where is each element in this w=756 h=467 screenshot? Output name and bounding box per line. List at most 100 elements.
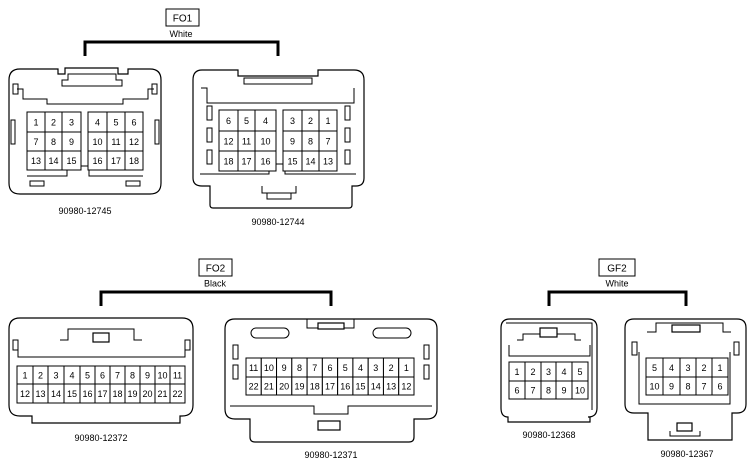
pin-label-12372-1: 1 — [22, 371, 27, 381]
pin-label-12367-5: 5 — [652, 363, 657, 373]
pin-label-12744-8: 8 — [308, 137, 313, 147]
pin-label-12744-17: 17 — [241, 157, 251, 167]
pin-cell-12744-13 — [318, 150, 338, 172]
pin-label-12372-18: 18 — [112, 389, 122, 399]
pin-label-12371-19: 19 — [294, 382, 304, 392]
pin-label-12372-2: 2 — [38, 371, 43, 381]
pin-label-12372-11: 11 — [173, 371, 182, 381]
pin-label-12744-7: 7 — [325, 137, 330, 147]
pin-label-12745-7: 7 — [33, 137, 38, 147]
part-number-90980-12367: 90980-12367 — [660, 449, 713, 459]
pin-label-12372-6: 6 — [100, 371, 105, 381]
pin-label-12367-4: 4 — [669, 363, 674, 373]
pin-label-12368-7: 7 — [530, 386, 535, 396]
pin-label-12371-2: 2 — [389, 363, 394, 373]
group-fo2-label: FO2 — [206, 264, 226, 275]
pin-label-12745-18: 18 — [129, 156, 139, 166]
pin-label-12372-10: 10 — [157, 371, 167, 381]
pin-label-12745-2: 2 — [51, 118, 56, 128]
pin-label-12367-7: 7 — [701, 382, 706, 392]
pin-label-12744-18: 18 — [223, 157, 233, 167]
pin-label-12745-9: 9 — [69, 137, 74, 147]
group-fo2-color: Black — [204, 279, 227, 289]
pin-label-12371-12: 12 — [401, 382, 411, 392]
pin-label-12744-15: 15 — [287, 157, 297, 167]
group-fo1-color: White — [169, 29, 192, 39]
pin-label-12745-11: 11 — [111, 137, 120, 147]
pin-label-12745-8: 8 — [51, 137, 56, 147]
pin-label-12744-5: 5 — [244, 116, 249, 126]
pin-label-12372-19: 19 — [127, 389, 137, 399]
pin-cell-12744-16 — [254, 150, 277, 172]
pin-label-12368-10: 10 — [575, 386, 585, 396]
pin-label-12745-5: 5 — [113, 118, 118, 128]
pin-cell-12372-22 — [169, 383, 186, 404]
pin-label-12368-4: 4 — [561, 367, 566, 377]
pin-cell-12745-18 — [124, 150, 144, 171]
group-gf2-color: White — [605, 279, 628, 289]
pin-label-12371-6: 6 — [327, 363, 332, 373]
pin-label-12371-4: 4 — [358, 363, 363, 373]
pin-label-12371-11: 11 — [249, 363, 258, 373]
pin-label-12371-7: 7 — [312, 363, 317, 373]
pin-label-12744-4: 4 — [263, 116, 268, 126]
pin-label-12372-17: 17 — [97, 389, 107, 399]
pin-label-12372-4: 4 — [69, 371, 74, 381]
pin-cell-12367-6 — [711, 376, 729, 396]
pin-label-12372-12: 12 — [20, 389, 30, 399]
pin-label-12371-16: 16 — [340, 382, 350, 392]
pin-label-12745-12: 12 — [129, 137, 139, 147]
pin-label-12368-6: 6 — [514, 386, 519, 396]
pin-label-12371-21: 21 — [264, 382, 274, 392]
pin-label-12367-10: 10 — [649, 382, 659, 392]
pin-label-12745-15: 15 — [66, 156, 76, 166]
group-fo1-bracket — [83, 40, 280, 56]
part-number-90980-12368: 90980-12368 — [522, 430, 575, 440]
pin-label-12744-3: 3 — [290, 116, 295, 126]
part-number-90980-12371: 90980-12371 — [304, 450, 357, 460]
pin-label-12372-8: 8 — [130, 371, 135, 381]
pin-label-12371-18: 18 — [310, 382, 320, 392]
pin-label-12745-6: 6 — [131, 118, 136, 128]
pin-label-12371-8: 8 — [297, 363, 302, 373]
pin-label-12368-8: 8 — [546, 386, 551, 396]
group-fo1-label-box — [165, 8, 200, 27]
pin-label-12744-1: 1 — [325, 116, 330, 126]
part-number-90980-12744: 90980-12744 — [251, 217, 304, 227]
pin-label-12372-3: 3 — [53, 371, 58, 381]
pin-label-12372-5: 5 — [85, 371, 90, 381]
pin-label-12367-8: 8 — [685, 382, 690, 392]
pin-label-12368-5: 5 — [577, 367, 582, 377]
pin-label-12372-15: 15 — [67, 389, 77, 399]
pin-cell-12368-10 — [571, 380, 589, 400]
group-gf2-label: GF2 — [607, 264, 627, 275]
pin-label-12745-10: 10 — [92, 137, 102, 147]
group-fo1-label: FO1 — [173, 14, 193, 25]
pin-label-12367-9: 9 — [669, 382, 674, 392]
pin-label-12744-9: 9 — [290, 137, 295, 147]
pin-label-12368-9: 9 — [561, 386, 566, 396]
pin-label-12368-2: 2 — [530, 367, 535, 377]
pin-label-12367-1: 1 — [717, 363, 722, 373]
group-gf2-label-box — [598, 258, 636, 277]
pin-label-12372-9: 9 — [145, 371, 150, 381]
pin-label-12371-5: 5 — [343, 363, 348, 373]
pin-label-12745-16: 16 — [92, 156, 102, 166]
pin-cell-12745-15 — [61, 150, 82, 171]
pin-label-12372-22: 22 — [172, 389, 182, 399]
pin-label-12371-14: 14 — [371, 382, 381, 392]
pin-label-12745-14: 14 — [48, 156, 58, 166]
pin-label-12371-13: 13 — [386, 382, 396, 392]
pin-label-12744-11: 11 — [242, 137, 251, 147]
group-fo2-header: FO2 Black — [99, 258, 333, 306]
pin-label-12745-1: 1 — [33, 118, 38, 128]
pin-label-12371-17: 17 — [325, 382, 335, 392]
pin-label-12745-4: 4 — [95, 118, 100, 128]
group-gf2-bracket — [547, 290, 688, 306]
